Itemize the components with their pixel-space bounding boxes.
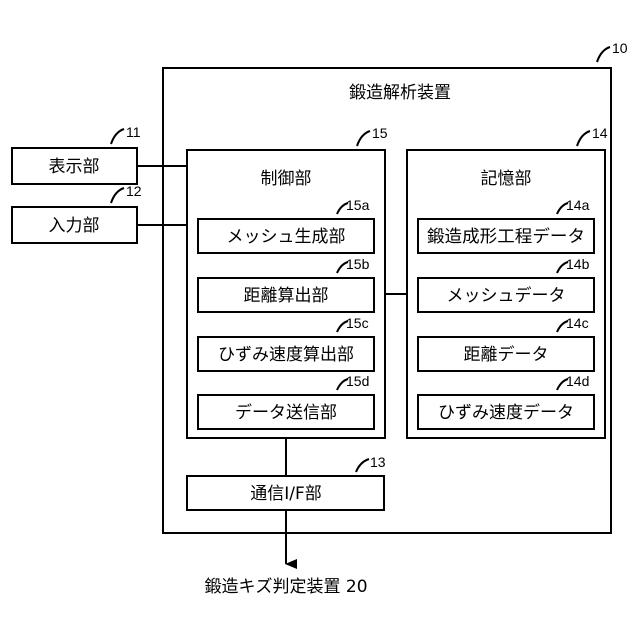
device-ref-leader [597, 47, 610, 62]
display-ref-leader [111, 129, 124, 144]
storage-item-label: メッシュデータ [447, 285, 566, 306]
storage-item-label: 距離データ [464, 344, 549, 365]
storage-ref: 14 [592, 125, 608, 141]
control-item-ref: 15b [346, 256, 370, 272]
storage-item-ref: 14a [566, 197, 590, 213]
storage-item-ref: 14d [566, 373, 589, 389]
control-ref: 15 [372, 125, 388, 141]
input-ref-leader [111, 188, 124, 203]
device-ref: 10 [612, 40, 628, 56]
storage-item-label: 鍛造成形工程データ [427, 226, 585, 247]
storage-unit: 記憶部 14 鍛造成形工程データ 14a メッシュデータ 14b 距離データ 1… [407, 125, 608, 438]
device-title: 鍛造解析装置 [349, 83, 451, 103]
storage-item-ref: 14b [566, 256, 590, 272]
input-unit: 入力部 12 [12, 183, 142, 243]
control-item-label: ひずみ速度算出部 [218, 345, 354, 365]
external-device-label: 鍛造キズ判定装置 20 [204, 577, 367, 597]
display-ref: 11 [126, 124, 141, 140]
storage-item-label: ひずみ速度データ [438, 402, 574, 423]
control-item-ref: 15a [346, 197, 370, 213]
control-item-label: 距離算出部 [244, 286, 329, 306]
control-unit-label: 制御部 [261, 169, 312, 189]
control-item-ref: 15d [346, 373, 369, 389]
comm-ref: 13 [370, 454, 386, 470]
display-unit: 表示部 11 [12, 124, 141, 184]
input-ref: 12 [126, 183, 142, 199]
control-item-label: データ送信部 [235, 402, 337, 423]
comm-unit-label: 通信I/F部 [250, 484, 322, 504]
input-unit-label: 入力部 [49, 216, 100, 236]
control-unit: 制御部 15 メッシュ生成部 15a 距離算出部 15b ひずみ速度算出部 15… [187, 125, 388, 438]
display-unit-label: 表示部 [49, 157, 100, 177]
storage-unit-label: 記憶部 [481, 169, 532, 189]
control-item-ref: 15c [346, 315, 369, 331]
storage-item-ref: 14c [566, 315, 589, 331]
control-item-label: メッシュ生成部 [227, 227, 346, 247]
